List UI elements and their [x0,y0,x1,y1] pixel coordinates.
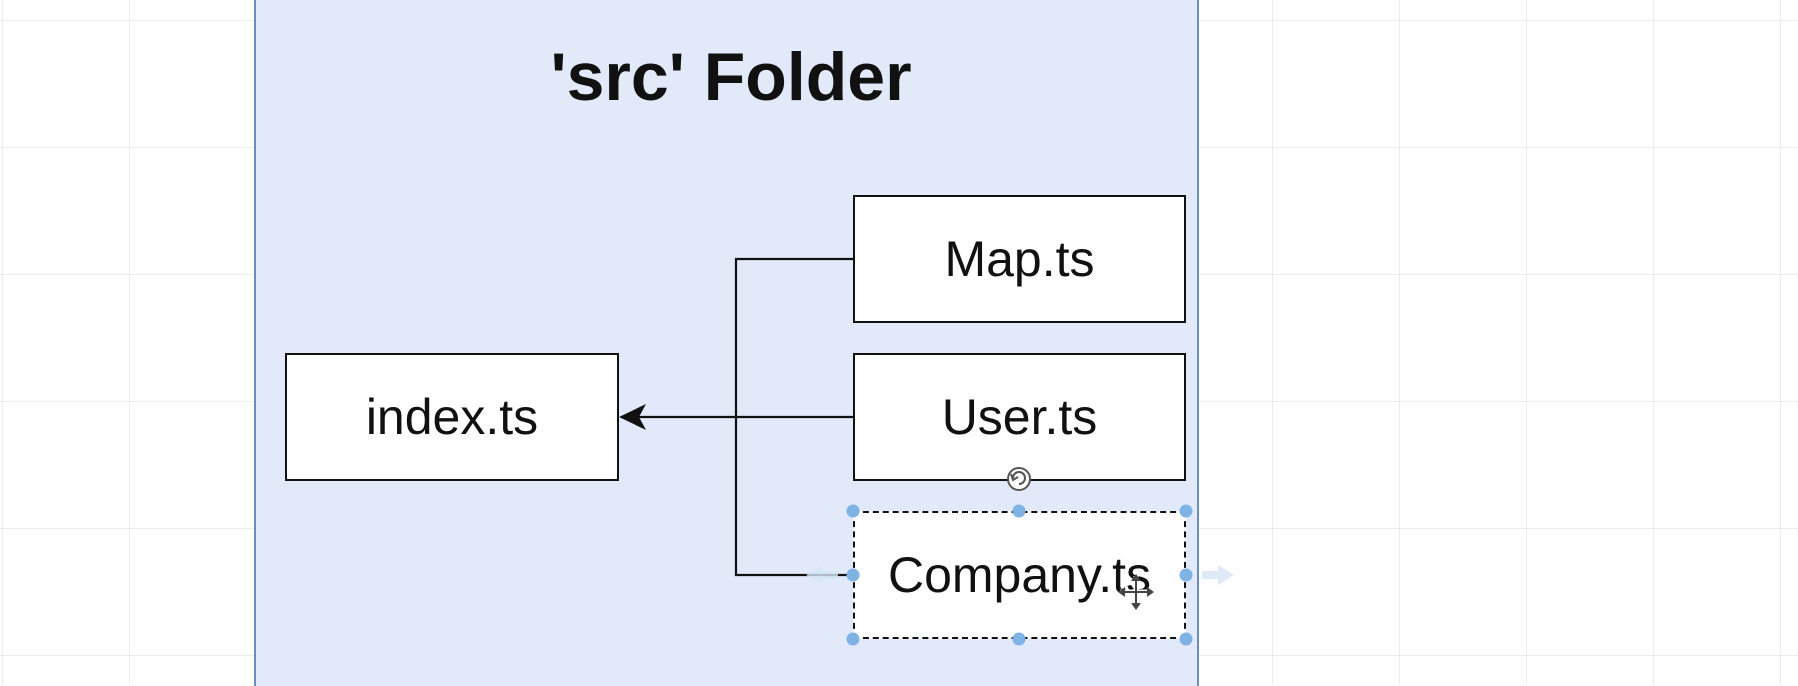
node-index-label: index.ts [365,389,539,445]
arrowhead-icon [619,404,646,430]
node-index-ts[interactable]: index.ts [285,353,619,481]
resize-handle-top-left[interactable] [846,504,860,518]
hover-arrow-right-icon[interactable] [1202,565,1234,585]
selection-handles[interactable] [846,504,1193,646]
node-map-ts[interactable]: Map.ts [853,195,1186,323]
resize-handle-bottom-left[interactable] [846,632,860,646]
resize-handle-top-right[interactable] [1179,504,1193,518]
resize-handle-bottom-right[interactable] [1179,632,1193,646]
node-user-label: User.ts [941,389,1098,445]
rotate-handle-icon[interactable] [1007,467,1031,491]
move-cursor-icon [1118,574,1154,610]
hover-arrow-left-icon[interactable] [806,565,838,585]
resize-handle-top[interactable] [1012,504,1026,518]
node-map-label: Map.ts [944,231,1095,287]
resize-handle-left[interactable] [846,568,860,582]
resize-handle-bottom[interactable] [1012,632,1026,646]
node-user-ts[interactable]: User.ts [853,353,1186,481]
folder-title: 'src' Folder [550,39,912,115]
resize-handle-right[interactable] [1179,568,1193,582]
node-company-label: Company.ts [887,547,1152,603]
